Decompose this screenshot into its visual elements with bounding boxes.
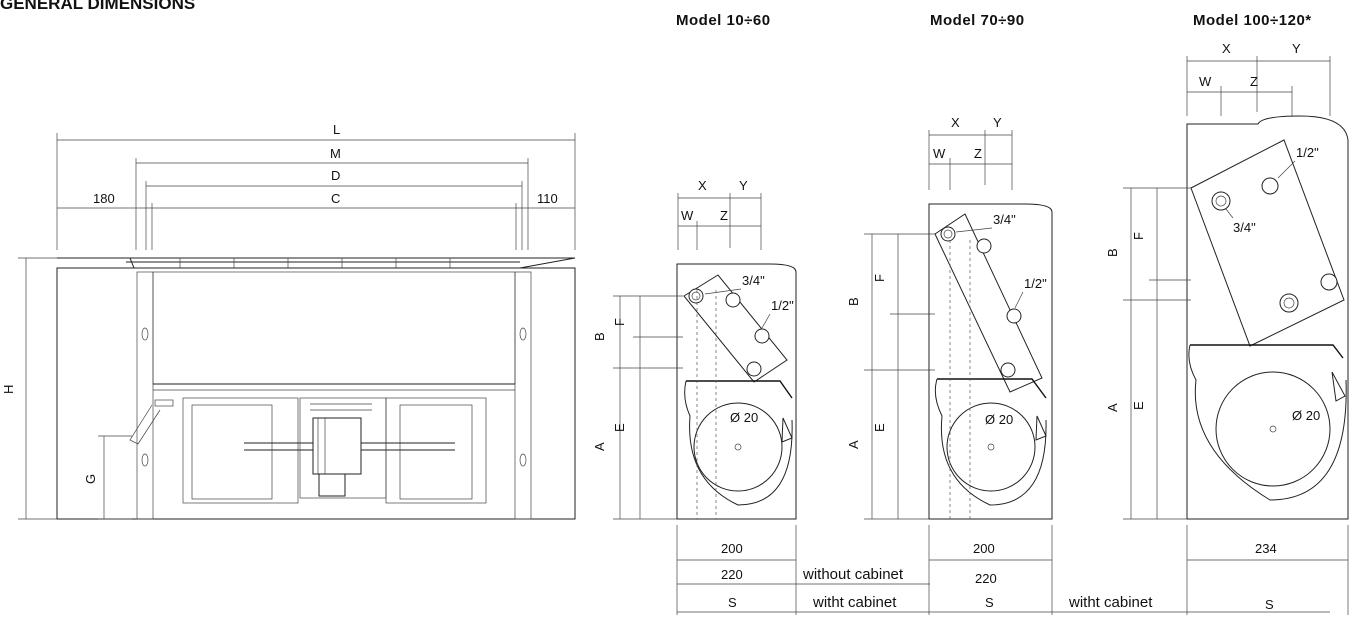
side-view-model-70-90: X Y W Z 3/4" 1/2" Ø 20 B F A — [846, 115, 1053, 615]
m3-three-quarter-label: 3/4" — [1233, 220, 1256, 235]
m2-Z-label: Z — [974, 146, 982, 161]
with-cabinet-note-1: witht cabinet — [812, 594, 897, 611]
with-cabinet-note-2: witht cabinet — [1068, 594, 1153, 611]
without-cabinet-note: without cabinet — [802, 566, 904, 583]
dim-D-label: D — [331, 168, 340, 183]
m3-half-label: 1/2" — [1296, 145, 1319, 160]
m3-drain-label: Ø 20 — [1292, 408, 1320, 423]
page-title: GENERAL DIMENSIONS — [0, 0, 196, 13]
front-view: L M D C 180 110 — [1, 122, 576, 520]
m1-inner-width: 200 — [721, 541, 743, 556]
dim-M-label: M — [330, 146, 341, 161]
m3-X-label: X — [1222, 41, 1231, 56]
m3-Y-label: Y — [1292, 41, 1301, 56]
dim-left-offset-label: 180 — [93, 191, 115, 206]
m2-half-label: 1/2" — [1024, 276, 1047, 291]
m2-B-label: B — [846, 297, 861, 306]
m2-inner-width: 200 — [973, 541, 995, 556]
m3-F-label: F — [1131, 232, 1146, 240]
m2-X-label: X — [951, 115, 960, 130]
m2-outer-width: 220 — [975, 571, 997, 586]
m1-outer-width: 220 — [721, 567, 743, 582]
m1-half-label: 1/2" — [771, 298, 794, 313]
m2-Y-label: Y — [993, 115, 1002, 130]
m3-Z-label: Z — [1250, 74, 1258, 89]
m3-S-label: S — [1265, 597, 1274, 612]
m2-W-label: W — [933, 146, 946, 161]
m3-inner-width: 234 — [1255, 541, 1277, 556]
m2-drain-label: Ø 20 — [985, 412, 1013, 427]
m2-F-label: F — [872, 274, 887, 282]
m1-X-label: X — [698, 178, 707, 193]
dim-right-offset-label: 110 — [537, 191, 558, 206]
dim-L-label: L — [333, 122, 340, 137]
model-10-60-heading: Model 10÷60 — [676, 12, 771, 29]
m1-drain-label: Ø 20 — [730, 410, 758, 425]
m3-B-label: B — [1105, 248, 1120, 257]
m2-A-label: A — [846, 440, 861, 449]
m1-A-label: A — [592, 442, 607, 451]
dim-G-label: G — [83, 474, 98, 484]
m1-W-label: W — [681, 208, 694, 223]
m1-Z-label: Z — [720, 208, 728, 223]
m1-F-label: F — [612, 318, 627, 326]
side-view-model-100-120: X Y W Z 1/2" 3/4" Ø 20 B F A — [1105, 41, 1349, 615]
m3-E-label: E — [1131, 401, 1146, 410]
m1-S-label: S — [728, 595, 737, 610]
model-70-90-heading: Model 70÷90 — [930, 12, 1025, 29]
m1-Y-label: Y — [739, 178, 748, 193]
m3-W-label: W — [1199, 74, 1212, 89]
m1-E-label: E — [612, 423, 627, 432]
model-100-120-heading: Model 100÷120* — [1193, 12, 1312, 29]
side-view-model-10-60: X Y W Z 3/4" 1/2" Ø 20 — [592, 178, 1330, 615]
m2-three-quarter-label: 3/4" — [993, 212, 1016, 227]
dim-H-label: H — [1, 385, 16, 394]
m3-A-label: A — [1105, 403, 1120, 412]
dim-C-label: C — [331, 191, 340, 206]
m1-three-quarter-label: 3/4" — [742, 273, 765, 288]
m2-E-label: E — [872, 423, 887, 432]
m2-S-label: S — [985, 595, 994, 610]
m1-B-label: B — [592, 332, 607, 341]
